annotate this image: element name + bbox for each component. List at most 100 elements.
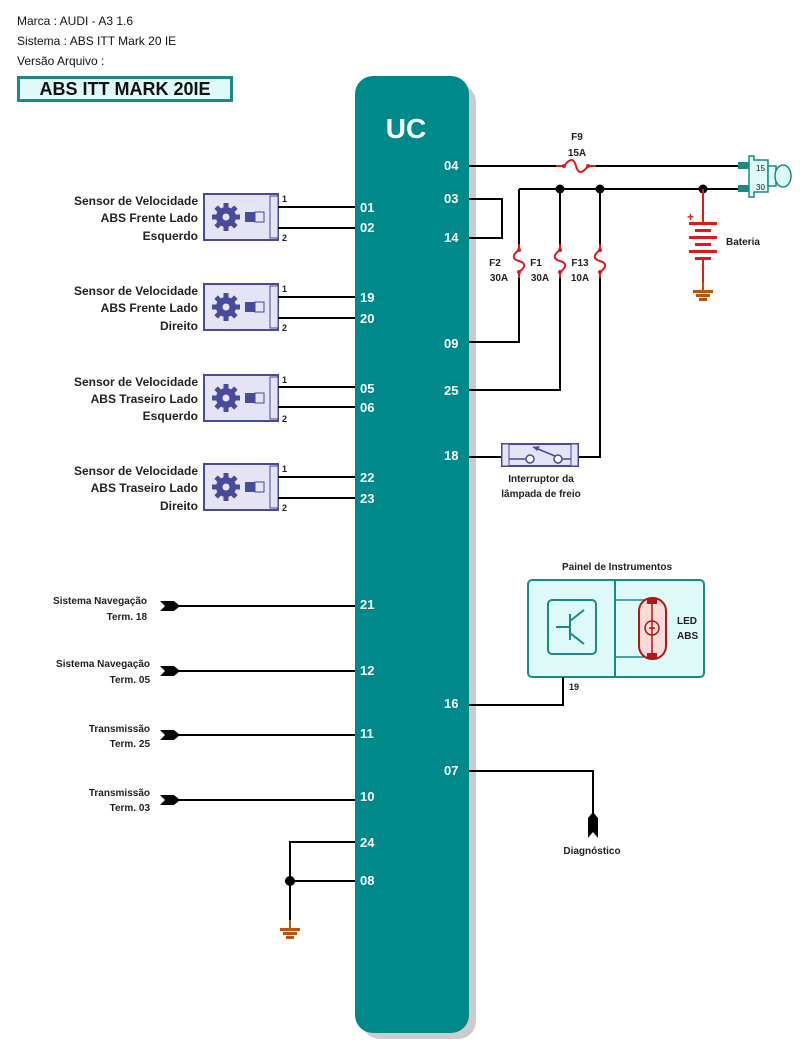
uc-pin-16: 16 [444,696,458,711]
ground-icon [692,281,714,302]
connection-label-line1: Sistema Navegação [56,659,150,670]
battery: + Bateria [687,189,760,302]
uc-label: UC [386,113,426,144]
fuse-rating: 30A [490,273,508,284]
instrument-panel: Painel de Instrumentos LED ABS 19 [469,562,705,706]
fuse-f9: F9 15A [556,132,596,173]
jumper-wire-03-14 [469,198,503,239]
uc-pin-19: 19 [360,290,374,305]
fuse-f13: F13 10A [571,189,607,458]
uc-pin-06: 06 [360,400,374,415]
connection-label-line2: Term. 03 [110,803,151,814]
gear-icon [212,203,240,231]
ignition-terminal-30: 30 [756,183,765,192]
diagnostic-connector: Diagnóstico [469,770,621,857]
fuse-rating: 30A [531,273,549,284]
sensor-label-line1: Sensor de Velocidade [74,464,198,478]
connection-label-line2: Term. 25 [110,739,151,750]
uc-pin-07: 07 [444,763,458,778]
uc-pin-12: 12 [360,663,374,678]
uc-pin-22: 22 [360,470,374,485]
brake-switch-label-line1: Interruptor da [508,474,574,485]
connection-navigation-term18: Sistema Navegação Term. 18 [53,596,355,623]
sensor-pin2: 2 [282,233,287,243]
uc-pin-14: 14 [444,230,459,245]
fuse-name: F1 [530,258,542,269]
sensor-pin2: 2 [282,503,287,513]
battery-label: Bateria [726,237,760,248]
uc-pin-02: 02 [360,220,374,235]
system-title: ABS ITT MARK 20IE [17,76,233,102]
brake-light-switch: Interruptor da lâmpada de freio [469,443,581,500]
connection-transmission-term25: Transmissão Term. 25 [89,724,355,750]
sensor-rear-right: Sensor de Velocidade ABS Traseiro Lado D… [74,463,355,513]
sensor-label-line2: ABS Traseiro Lado [91,392,198,406]
connection-transmission-term03: Transmissão Term. 03 [89,788,355,814]
sensor-label-line2: ABS Traseiro Lado [91,481,198,495]
uc-pin-23: 23 [360,491,374,506]
uc-pin-10: 10 [360,789,374,804]
sensor-pin1: 1 [282,375,287,385]
connection-label-line1: Transmissão [89,724,150,735]
instrument-panel-title: Painel de Instrumentos [562,562,672,573]
sensor-label-line1: Sensor de Velocidade [74,375,198,389]
uc-pin-01: 01 [360,200,374,215]
instrument-panel-pin: 19 [569,682,579,692]
uc-pin-24: 24 [360,835,375,850]
sistema-label: Sistema : ABS ITT Mark 20 IE [17,34,177,48]
versao-label: Versão Arquivo : [17,54,105,68]
sensor-label-line2: ABS Frente Lado [101,301,198,315]
connection-label-line1: Sistema Navegação [53,596,147,607]
uc-pin-03: 03 [444,191,458,206]
sensor-pin2: 2 [282,323,287,333]
connector-arrow-icon [160,795,180,805]
key-icon [774,164,792,188]
uc-pin-18: 18 [444,448,458,463]
sensor-pin1: 1 [282,464,287,474]
connection-label-line1: Transmissão [89,788,150,799]
connection-label-line2: Term. 05 [110,675,151,686]
fuse-name: F9 [571,132,583,143]
uc-block [355,76,469,1033]
diagnostic-label: Diagnóstico [563,846,620,857]
uc-pin-05: 05 [360,381,374,396]
uc-pin-11: 11 [360,726,374,741]
sensor-pin1: 1 [282,284,287,294]
junction-dot [285,876,295,886]
battery-plus: + [687,210,694,224]
brake-switch-label-line2: lâmpada de freio [501,489,580,500]
fuse-rating: 10A [571,273,589,284]
uc-pin-20: 20 [360,311,374,326]
sensor-label-line3: Direito [160,319,198,333]
wire [469,677,564,706]
ground-icon [279,919,301,940]
connector-arrow-icon [160,601,180,611]
gear-icon [212,293,240,321]
connection-navigation-term05: Sistema Navegação Term. 05 [56,659,355,686]
sensor-label-line1: Sensor de Velocidade [74,194,198,208]
uc-ground [279,841,355,940]
sensor-label-line3: Esquerdo [143,229,198,243]
connector-arrow-icon [160,666,180,676]
gear-icon [212,473,240,501]
sensor-front-right: Sensor de Velocidade ABS Frente Lado Dir… [74,283,355,333]
uc-pin-08: 08 [360,873,374,888]
sensor-pin1: 1 [282,194,287,204]
fuse-f1: F1 30A [469,189,567,391]
connector-arrow-icon [588,812,598,838]
led-label-line2: ABS [677,631,698,642]
gear-icon [212,384,240,412]
sensor-front-left: Sensor de Velocidade ABS Frente Lado Esq… [74,193,355,243]
uc-pin-25: 25 [444,383,458,398]
uc-pin-09: 09 [444,336,458,351]
connection-label-line2: Term. 18 [107,612,148,623]
sensor-label-line1: Sensor de Velocidade [74,284,198,298]
ignition-switch: 15 30 [738,155,792,198]
connector-arrow-icon [160,730,180,740]
sensor-label-line3: Esquerdo [143,409,198,423]
led-label-line1: LED [677,616,697,627]
sensor-rear-left: Sensor de Velocidade ABS Traseiro Lado E… [74,374,355,424]
sensor-label-line2: ABS Frente Lado [101,211,198,225]
fuse-name: F13 [571,258,589,269]
